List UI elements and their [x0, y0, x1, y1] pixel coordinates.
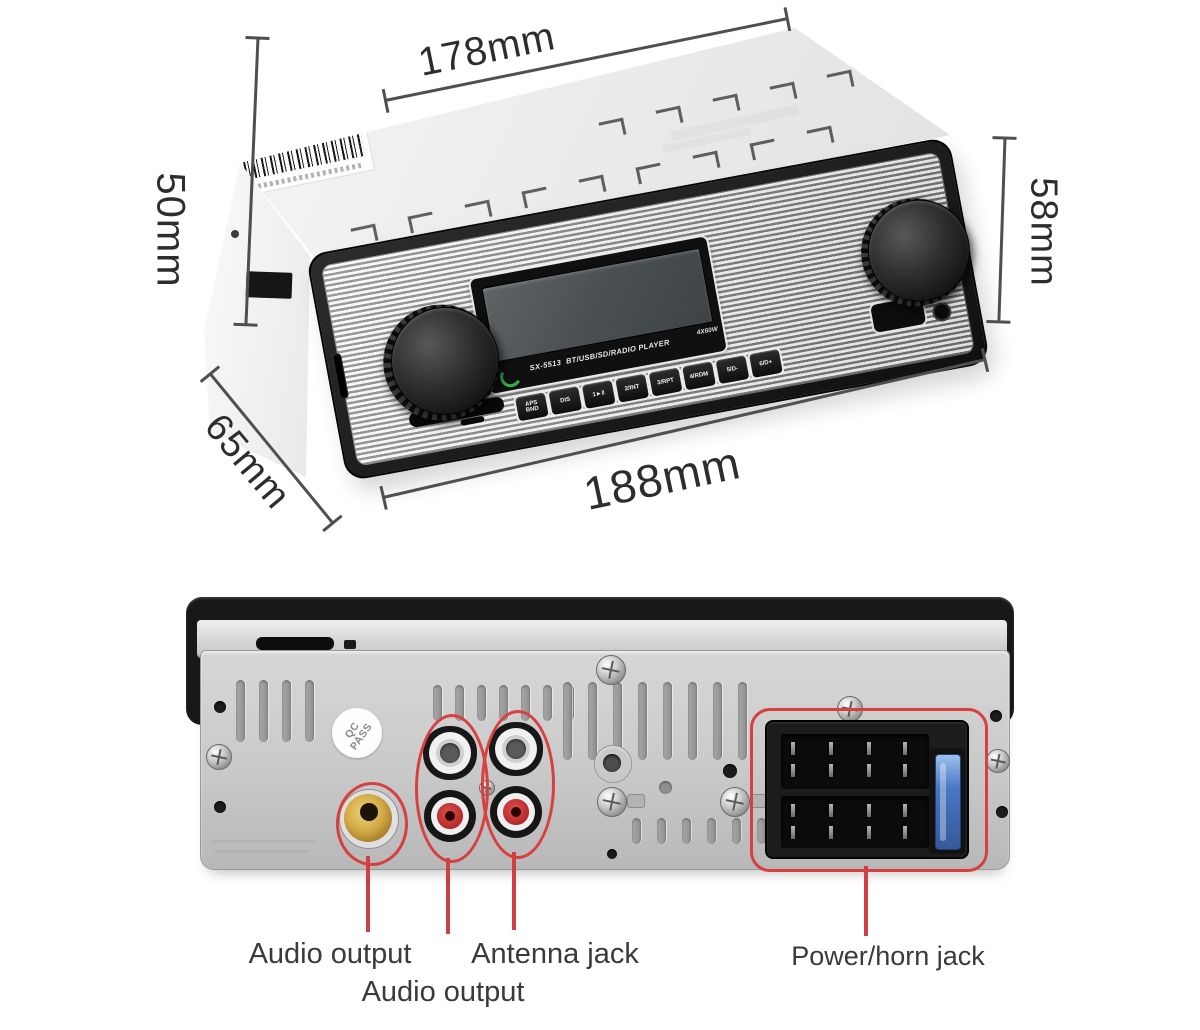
vent-slot	[521, 685, 530, 721]
panel-hole	[214, 701, 226, 713]
connector-pin	[829, 804, 833, 817]
panel-hole	[723, 764, 737, 778]
vent-cutout	[769, 81, 798, 104]
vent-cutout	[598, 117, 627, 140]
vent-slot	[305, 680, 314, 742]
connector-pin	[867, 742, 871, 755]
vent-slot	[433, 685, 442, 721]
vent-slot	[707, 818, 716, 844]
vent-cutout	[464, 199, 493, 222]
model-number: SX-5513	[528, 357, 562, 372]
vent-slot	[632, 818, 641, 844]
dimension-label-58mm: 58mm	[1022, 177, 1065, 287]
vent-cutout	[692, 150, 721, 173]
screw	[206, 744, 232, 770]
vent-slot	[757, 818, 766, 844]
panel-hole	[990, 710, 1002, 722]
vent-slot	[613, 682, 622, 760]
vent-slot	[682, 818, 691, 844]
iso-recess-top	[781, 734, 929, 789]
panel-hole	[214, 801, 226, 813]
power-horn-connector	[765, 720, 969, 859]
vent-cutout	[635, 162, 664, 185]
label-antenna-jack: Antenna jack	[471, 938, 639, 970]
side-hole	[231, 230, 239, 238]
barcode-bars	[241, 132, 366, 180]
vent-slot	[713, 682, 722, 760]
connector-pin	[791, 742, 795, 755]
label-audio-output-top: Audio output	[248, 938, 412, 970]
vent-cutout	[578, 174, 607, 197]
vent-slot	[638, 682, 647, 760]
connector-pin	[867, 826, 871, 839]
vent-slot	[588, 682, 597, 760]
vent-slot	[477, 685, 486, 721]
vent-slot	[563, 682, 572, 760]
vent-slot	[543, 685, 552, 721]
vent-cutout	[826, 69, 855, 92]
rear-lip-nub	[344, 640, 356, 649]
callout-rect-power-horn	[750, 708, 988, 872]
label-power-horn-jack: Power/horn jack	[791, 941, 985, 971]
callout-oval-antenna	[481, 710, 555, 859]
vent-cutout	[655, 105, 684, 128]
blue-fuse	[935, 754, 961, 850]
connector-pin	[903, 804, 907, 817]
callout-line-audio-output-bottom	[446, 858, 450, 934]
callout-circle-audio-output	[336, 782, 408, 866]
vent-cutout	[407, 211, 436, 234]
vent-cutout	[712, 93, 741, 116]
connector-pin	[791, 826, 795, 839]
connector-pin	[829, 826, 833, 839]
vent-slot	[282, 680, 291, 742]
connector-pin	[829, 764, 833, 777]
callout-line-audio-output-top	[366, 856, 370, 932]
connector-pin	[903, 764, 907, 777]
side-connector-opening	[245, 271, 293, 299]
rear-lip-slot	[256, 637, 334, 650]
vent-slot	[688, 682, 697, 760]
connector-pin	[867, 804, 871, 817]
callout-line-power-horn	[864, 866, 868, 936]
iso-recess-bottom	[781, 796, 929, 848]
connector-pin	[903, 742, 907, 755]
vent-slot	[732, 818, 741, 844]
vent-slot	[499, 685, 508, 721]
dimension-label-50mm: 50mm	[148, 172, 193, 288]
vent-slot	[455, 685, 464, 721]
callout-line-antenna	[512, 852, 516, 930]
vent-slot	[657, 818, 666, 844]
vent-slot	[236, 680, 245, 742]
vent-slot	[663, 682, 672, 760]
connector-pin	[829, 742, 833, 755]
connector-pin	[903, 826, 907, 839]
panel-round-opening	[594, 745, 632, 783]
connector-pin	[791, 764, 795, 777]
label-audio-output-bottom: Audio output	[361, 976, 525, 1008]
callout-oval-audio-output	[415, 714, 489, 863]
screw	[597, 787, 627, 817]
qc-pass-text: QC PASS	[342, 719, 375, 752]
vent-cutout	[749, 138, 778, 161]
qc-pass-sticker: QC PASS	[332, 708, 382, 758]
vent-slot	[259, 680, 268, 742]
panel-recess	[659, 781, 672, 794]
connector-pin	[791, 804, 795, 817]
power-rating-text: 4X60W	[696, 325, 719, 337]
connector-pin	[867, 764, 871, 777]
vent-cutout	[806, 125, 835, 148]
panel-hole	[607, 849, 617, 859]
dimension-label-178mm: 178mm	[414, 14, 560, 85]
mount-tab	[627, 794, 645, 808]
stamped-line	[212, 840, 317, 843]
panel-hole	[996, 806, 1008, 818]
dimension-line-58mm	[997, 137, 1007, 323]
screw	[596, 655, 626, 685]
fuse-holder	[929, 748, 965, 854]
vent-cutout	[521, 186, 550, 209]
screw	[720, 787, 750, 817]
screw	[986, 749, 1010, 773]
stamped-line	[214, 850, 310, 853]
vent-slot	[738, 682, 747, 760]
